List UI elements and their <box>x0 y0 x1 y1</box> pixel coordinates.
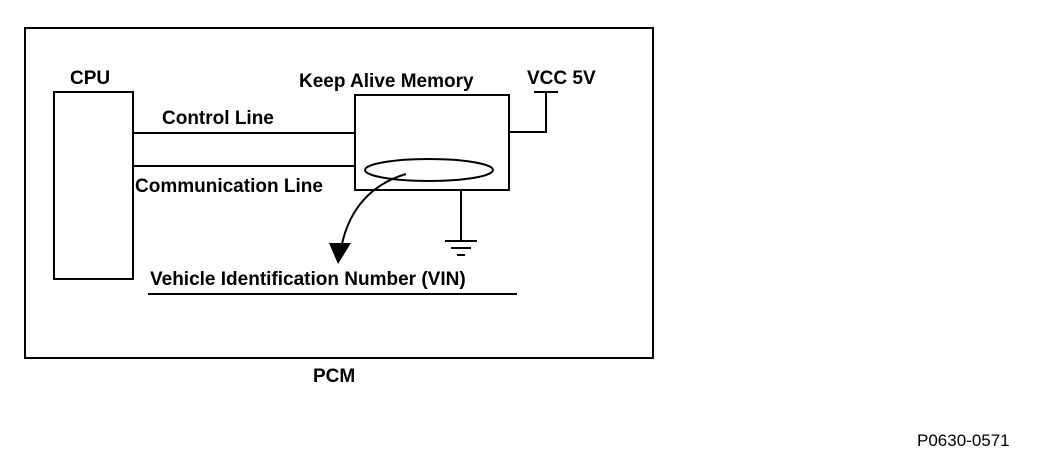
communication-line-label: Communication Line <box>135 176 323 197</box>
vcc-wire <box>509 92 547 133</box>
curved-arrow-icon <box>329 173 407 264</box>
vin-label: Vehicle Identification Number (VIN) <box>150 269 466 290</box>
figure-code-label: P0630-0571 <box>917 431 1010 450</box>
vin-storage-ellipse <box>364 158 494 182</box>
ground-symbol-icon <box>445 190 477 256</box>
cpu-block <box>53 91 134 280</box>
vcc-label: VCC 5V <box>527 68 596 89</box>
pcm-label: PCM <box>313 366 355 387</box>
control-line-label: Control Line <box>162 108 274 129</box>
keep-alive-memory-block <box>354 94 510 191</box>
keep-alive-memory-label: Keep Alive Memory <box>299 71 474 92</box>
cpu-label: CPU <box>70 68 110 89</box>
pcm-box <box>24 27 654 359</box>
